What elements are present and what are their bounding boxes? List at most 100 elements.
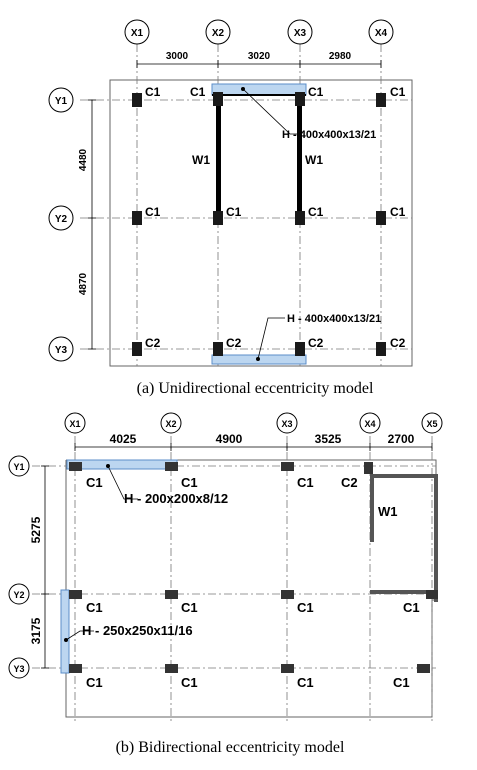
slab-outline-a bbox=[109, 79, 413, 367]
column-label: C2 bbox=[341, 475, 358, 490]
column-label: C2 bbox=[308, 336, 324, 350]
column-label: C1 bbox=[145, 85, 161, 99]
highlighted-beam-a-top bbox=[211, 83, 307, 96]
svg-text:X5: X5 bbox=[426, 419, 437, 429]
dimension-b-x1: 4025 bbox=[110, 432, 137, 446]
svg-text:X1: X1 bbox=[131, 28, 144, 39]
shear-wall-a-right bbox=[297, 95, 302, 213]
dimension-b-x3: 3525 bbox=[315, 432, 342, 446]
column bbox=[132, 342, 142, 356]
grid-bubble-b-x2: X2 bbox=[160, 412, 182, 434]
column bbox=[295, 92, 305, 106]
column bbox=[295, 342, 305, 356]
beam-leader-a-bottom: H - 400x400x13/21 bbox=[256, 313, 381, 361]
columns-b bbox=[69, 462, 438, 673]
grid-bubble-a-y1: Y1 bbox=[48, 87, 74, 113]
caption-b: (b) Bidirectional eccentricity model bbox=[116, 739, 345, 756]
beam-leader-a-top: H - 400x400x13/21 bbox=[241, 87, 376, 141]
column bbox=[213, 211, 223, 225]
grid-bubble-b-y2: Y2 bbox=[8, 583, 30, 605]
grid-bubble-a-x4: X4 bbox=[368, 19, 394, 45]
svg-text:Y2: Y2 bbox=[13, 590, 24, 600]
svg-text:X1: X1 bbox=[69, 419, 80, 429]
column-label: C1 bbox=[308, 85, 324, 99]
highlighted-beam-b-top bbox=[66, 459, 178, 470]
column bbox=[426, 590, 438, 599]
grid-bubble-b-y3: Y3 bbox=[8, 657, 30, 679]
svg-text:H - 250x250x11/16: H - 250x250x11/16 bbox=[82, 623, 193, 638]
svg-text:Y3: Y3 bbox=[55, 345, 68, 356]
column-label: C2 bbox=[145, 336, 161, 350]
column-label: C1 bbox=[297, 600, 314, 615]
column bbox=[132, 211, 142, 225]
shear-wall-b bbox=[370, 474, 438, 602]
grid-bubble-b-x5: X5 bbox=[421, 412, 443, 434]
dimension-a-y2: 4870 bbox=[78, 272, 89, 295]
column bbox=[165, 462, 178, 471]
column bbox=[376, 93, 386, 107]
column bbox=[165, 664, 178, 673]
svg-text:Y1: Y1 bbox=[13, 462, 24, 472]
column-label: C1 bbox=[190, 85, 206, 99]
grid-bubble-a-y3: Y3 bbox=[48, 336, 74, 362]
column-label: C1 bbox=[86, 600, 103, 615]
beam-leader-b-left: H - 250x250x11/16 bbox=[64, 623, 193, 642]
svg-text:X3: X3 bbox=[281, 419, 292, 429]
svg-text:Y1: Y1 bbox=[55, 96, 68, 107]
dimension-b-y2: 3175 bbox=[29, 617, 43, 644]
column bbox=[69, 590, 82, 599]
column-label: C1 bbox=[181, 675, 198, 690]
grid-bubble-b-x3: X3 bbox=[276, 412, 298, 434]
dimension-a-x2: 3020 bbox=[248, 51, 271, 62]
column-label: C2 bbox=[226, 336, 242, 350]
column bbox=[69, 664, 82, 673]
dimension-b-y1: 5275 bbox=[29, 516, 43, 543]
svg-text:X2: X2 bbox=[212, 28, 225, 39]
svg-text:X2: X2 bbox=[165, 419, 176, 429]
wall-label: W1 bbox=[192, 153, 210, 167]
column bbox=[132, 93, 142, 107]
grid-bubble-b-y1: Y1 bbox=[8, 455, 30, 477]
column bbox=[69, 462, 82, 471]
dimension-a-x3: 2980 bbox=[329, 51, 352, 62]
svg-text:H - 400x400x13/21: H - 400x400x13/21 bbox=[282, 129, 376, 141]
column-label: C1 bbox=[390, 205, 406, 219]
columns-a bbox=[132, 92, 386, 356]
column-label: C1 bbox=[226, 205, 242, 219]
column bbox=[213, 342, 223, 356]
column bbox=[376, 342, 386, 356]
column bbox=[165, 590, 178, 599]
dimension-line-a-x bbox=[136, 60, 382, 68]
dimension-a-x1: 3000 bbox=[166, 51, 189, 62]
svg-text:X4: X4 bbox=[375, 28, 388, 39]
column-label: C1 bbox=[308, 205, 324, 219]
wall-label: W1 bbox=[378, 504, 398, 519]
grid-bubble-a-x2: X2 bbox=[205, 19, 231, 45]
column bbox=[281, 462, 294, 471]
dimension-line-a-y bbox=[88, 99, 96, 350]
svg-text:Y3: Y3 bbox=[13, 664, 24, 674]
dimension-line-b-y bbox=[41, 465, 49, 669]
grid-bubble-b-x1: X1 bbox=[64, 412, 86, 434]
column-label: C1 bbox=[86, 675, 103, 690]
grid-bubble-a-x3: X3 bbox=[287, 19, 313, 45]
svg-text:X4: X4 bbox=[364, 419, 375, 429]
slab-outline-b bbox=[65, 459, 437, 718]
grid-bubble-a-x1: X1 bbox=[124, 19, 150, 45]
dimension-b-x2: 4900 bbox=[216, 432, 243, 446]
shear-wall-a-left bbox=[216, 95, 221, 213]
highlighted-beam-b-left bbox=[60, 589, 70, 674]
svg-text:H - 400x400x13/21: H - 400x400x13/21 bbox=[287, 313, 381, 325]
column bbox=[295, 211, 305, 225]
dimension-b-x4: 2700 bbox=[388, 432, 415, 446]
dimension-line-b-x bbox=[74, 443, 433, 451]
panel-b: X1 X2 X3 X4 X5 Y1 Y2 Y3 4025 4900 3525 2… bbox=[8, 412, 443, 756]
column-label: C1 bbox=[393, 675, 410, 690]
caption-a: (a) Unidirectional eccentricity model bbox=[137, 380, 374, 397]
grid-bubble-a-y2: Y2 bbox=[48, 205, 74, 231]
grid-bubble-b-x4: X4 bbox=[359, 412, 381, 434]
column-label: C1 bbox=[145, 205, 161, 219]
column-label: C1 bbox=[297, 675, 314, 690]
wall-label: W1 bbox=[305, 153, 323, 167]
